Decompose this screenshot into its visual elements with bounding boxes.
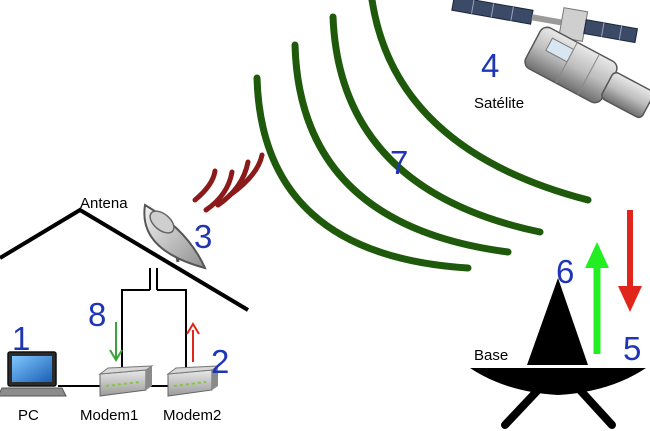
pc-label: PC: [18, 407, 39, 424]
base-station-icon: [470, 278, 646, 429]
antenna-wave-4: [227, 152, 265, 198]
pc-laptop-icon: [0, 351, 67, 397]
modem1-icon: [98, 365, 154, 397]
step-number-7: 7: [390, 144, 408, 181]
modem2-label: Modem2: [163, 407, 221, 424]
step-number-1: 1: [12, 320, 30, 357]
house-roof: [0, 207, 250, 312]
signal-wave-middle-outer: [329, 13, 544, 236]
satellite-signal-waves: [253, 0, 592, 272]
base-uplink-arrow: [585, 242, 609, 354]
antenna-cables: [58, 268, 187, 387]
base-label: Base: [474, 347, 508, 364]
base-downlink-arrow: [618, 210, 642, 312]
modem1-label: Modem1: [80, 407, 138, 424]
antenna-signal-waves: [192, 152, 265, 213]
antenna-wave-1: [192, 168, 218, 203]
modem2-icon: [166, 365, 220, 397]
modem1-downlink-arrow: [109, 322, 123, 362]
antenna-dish-icon: [143, 203, 207, 270]
satellite-label: Satélite: [474, 95, 524, 112]
step-number-4: 4: [481, 47, 499, 84]
step-number-5: 5: [623, 330, 641, 367]
antenna-wave-2: [203, 169, 235, 213]
step-number-3: 3: [194, 218, 212, 255]
signal-wave-inner: [253, 74, 472, 272]
antenna-label: Antena: [80, 195, 128, 212]
modem2-uplink-arrow: [186, 322, 200, 362]
satellite-icon: [451, 0, 650, 119]
signal-wave-outer: [368, 0, 592, 204]
signal-wave-middle-inner: [291, 41, 512, 256]
step-number-8: 8: [88, 296, 106, 333]
step-number-2: 2: [211, 343, 229, 380]
step-number-6: 6: [556, 253, 574, 290]
